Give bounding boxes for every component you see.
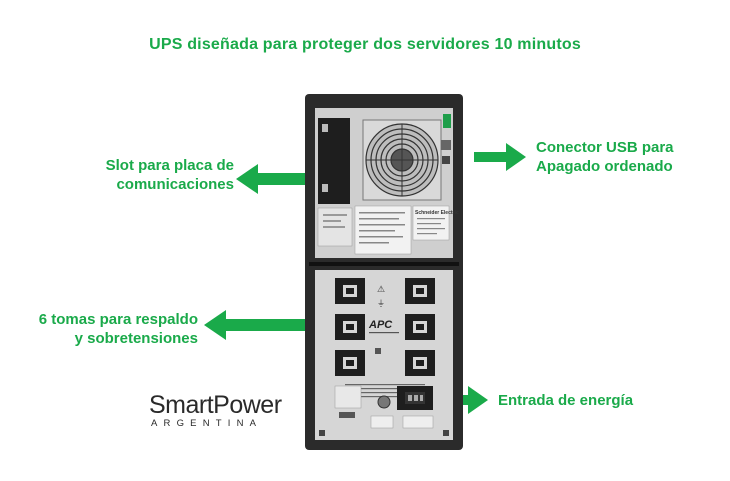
label-slot-line1: Slot para placa de <box>105 157 234 174</box>
usb-port <box>442 156 450 164</box>
arrow-right-power <box>440 386 488 414</box>
maker-label: Schneider Electric <box>415 210 459 216</box>
label-usb-line2: Apagado ordenado <box>536 158 673 175</box>
apc-logo: APC <box>368 319 393 331</box>
label-outlets: 6 tomas para respaldo y sobretensiones <box>2 310 198 348</box>
ups-rear-panel: Schneider Electric ⚠ ⏚ APC <box>305 94 463 450</box>
logo-main-text: SmartPower <box>149 391 282 419</box>
arrow-left-slot <box>236 164 346 194</box>
arrow-right-usb <box>474 143 526 171</box>
warning-icon: ⚠ <box>377 285 385 295</box>
ground-screw-cover <box>334 385 362 409</box>
smartpower-logo: SmartPower ARGENTINA <box>149 392 295 430</box>
label-slot-line2: comunicaciones <box>116 176 234 193</box>
cooling-fan <box>362 119 442 201</box>
plug-icon: ⏚ <box>377 299 385 308</box>
outlet-group-right <box>405 278 435 376</box>
label-outlets-line2: y sobretensiones <box>74 330 198 347</box>
label-usb-connector: Conector USB para Apagado ordenado <box>536 138 726 176</box>
green-terminal <box>443 114 451 128</box>
label-communication-slot: Slot para placa de comunicaciones <box>60 156 234 194</box>
label-outlets-line1: 6 tomas para respaldo <box>38 311 198 328</box>
logo-sub-text: ARGENTINA <box>151 418 263 429</box>
label-usb-line1: Conector USB para <box>536 139 674 156</box>
outlet-group-left <box>335 278 365 376</box>
breaker-button <box>377 395 391 409</box>
page-title: UPS diseñada para proteger dos servidore… <box>149 36 581 53</box>
arrow-left-outlets <box>204 310 334 340</box>
label-power-input: Entrada de energía <box>498 392 634 409</box>
network-port <box>441 140 451 150</box>
